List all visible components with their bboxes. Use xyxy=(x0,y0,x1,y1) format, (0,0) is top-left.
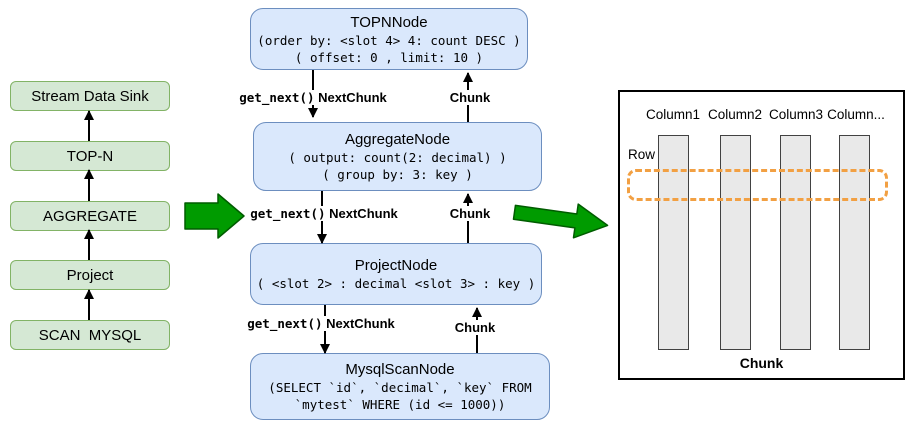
node-detail: (order by: <slot 4> 4: count DESC ) xyxy=(257,32,521,48)
stage-top-n: TOP-N xyxy=(10,141,170,171)
arrow-topn-to-sink-icon xyxy=(84,110,94,141)
node-detail: ( offset: 0 , limit: 10 ) xyxy=(294,49,484,65)
node-detail: ( <slot 2> : decimal <slot 3> : key ) xyxy=(256,276,536,291)
column2-bar xyxy=(720,135,751,350)
next-chunk-label: NextChunk xyxy=(318,90,387,105)
exec-node-project: ProjectNode ( <slot 2> : decimal <slot 3… xyxy=(250,243,542,305)
node-detail: ( output: count(2: decimal) ) xyxy=(288,150,507,165)
column1-label: Column1 xyxy=(645,107,701,122)
stage-project: Project xyxy=(10,260,170,290)
stage-aggregate: AGGREGATE xyxy=(10,201,170,231)
column-more-bar xyxy=(839,135,870,350)
next-chunk-label: NextChunk xyxy=(326,316,395,331)
node-detail: `mytest` WHERE (id <= 1000)) xyxy=(294,397,506,412)
node-title: TOPNNode xyxy=(350,13,428,31)
stage-stream-data-sink: Stream Data Sink xyxy=(10,81,170,111)
get-next-label: get_next() NextChunk xyxy=(245,316,397,331)
get-next-label: get_next() NextChunk xyxy=(237,90,389,105)
row-highlight-box xyxy=(627,169,888,201)
get-next-label: get_next() NextChunk xyxy=(248,206,400,221)
node-detail: ( group by: 3: key ) xyxy=(322,167,473,182)
row-label: Row xyxy=(628,147,656,162)
arrow-aggregate-to-topn-icon xyxy=(84,169,94,201)
nodes-to-chunk-arrow-icon xyxy=(512,203,609,239)
column-more-label: Column... xyxy=(827,107,885,122)
node-detail: (SELECT `id`, `decimal`, `key` FROM xyxy=(268,380,532,395)
exec-node-topn: TOPNNode (order by: <slot 4> 4: count DE… xyxy=(250,8,528,70)
exec-node-mysqlscan: MysqlScanNode (SELECT `id`, `decimal`, `… xyxy=(250,353,550,420)
get-next-call-label: get_next() xyxy=(247,316,323,331)
chunk-caption: Chunk xyxy=(739,355,784,371)
arrow-scan-to-project-icon xyxy=(84,289,94,320)
get-next-call-label: get_next() xyxy=(239,90,315,105)
chunk-label: Chunk xyxy=(447,90,493,105)
exec-node-aggregate: AggregateNode ( output: count(2: decimal… xyxy=(253,122,542,191)
column3-bar xyxy=(780,135,811,350)
pipeline-to-nodes-arrow-icon xyxy=(184,193,245,239)
chunk-label: Chunk xyxy=(447,206,493,221)
column3-label: Column3 xyxy=(768,107,824,122)
node-title: ProjectNode xyxy=(354,257,438,274)
next-chunk-label: NextChunk xyxy=(329,206,398,221)
arrow-project-to-aggregate-icon xyxy=(84,229,94,260)
chunk-label: Chunk xyxy=(452,320,498,335)
get-next-call-label: get_next() xyxy=(250,206,326,221)
node-title: MysqlScanNode xyxy=(345,361,455,378)
column1-bar xyxy=(658,135,689,350)
node-title: AggregateNode xyxy=(344,131,451,148)
column2-label: Column2 xyxy=(707,107,763,122)
stage-scan-mysql: SCAN MYSQL xyxy=(10,320,170,350)
